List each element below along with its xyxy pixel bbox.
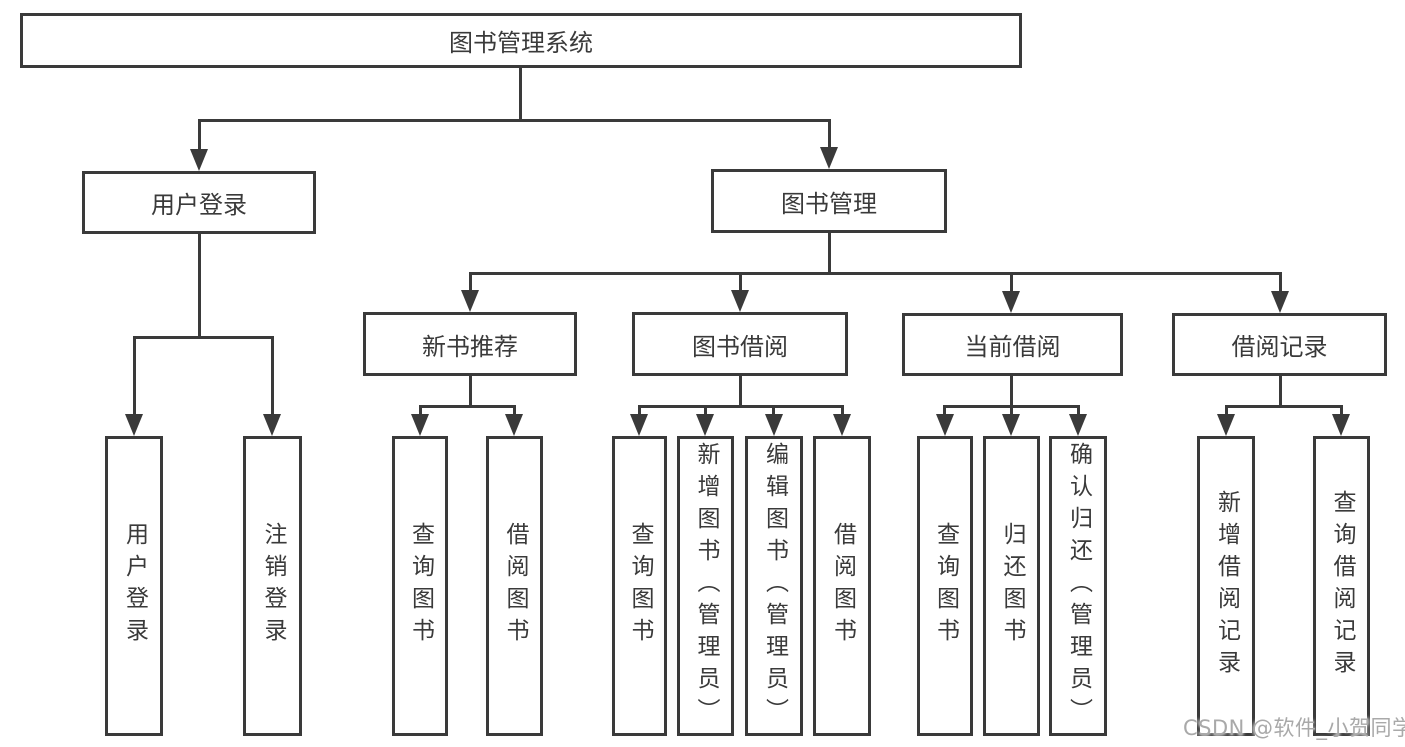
connector-line bbox=[943, 405, 946, 418]
connector-line bbox=[419, 405, 422, 418]
arrowhead-icon bbox=[190, 149, 208, 171]
leaf-return-books-label: 归还图书 bbox=[999, 522, 1025, 650]
connector-line bbox=[1010, 376, 1013, 408]
arrowhead-icon bbox=[936, 414, 954, 436]
leaf-add-books-admin: 新增图书（管理员） bbox=[677, 436, 734, 736]
arrowhead-icon bbox=[1271, 291, 1289, 313]
arrowhead-icon bbox=[696, 414, 714, 436]
node-user-login-label: 用户登录 bbox=[151, 191, 247, 219]
leaf-borrow-books-recommend: 借阅图书 bbox=[486, 436, 543, 736]
leaf-query-books-current: 查询图书 bbox=[917, 436, 973, 736]
leaf-add-borrow-record-label: 新增借阅记录 bbox=[1213, 490, 1240, 682]
connector-line bbox=[469, 272, 1281, 275]
connector-line bbox=[1225, 405, 1342, 408]
leaf-edit-books-admin: 编辑图书（管理员） bbox=[745, 436, 803, 736]
arrowhead-icon bbox=[505, 414, 523, 436]
leaf-borrow-books-label: 借阅图书 bbox=[829, 522, 856, 650]
node-borrowing-records: 借阅记录 bbox=[1172, 313, 1387, 376]
leaf-query-books-recommend: 查询图书 bbox=[392, 436, 448, 736]
connector-line bbox=[1225, 405, 1228, 418]
leaf-user-login: 用户登录 bbox=[105, 436, 163, 736]
connector-line bbox=[638, 405, 641, 418]
leaf-query-books-current-label: 查询图书 bbox=[932, 522, 959, 650]
connector-line bbox=[198, 119, 201, 153]
connector-line bbox=[1010, 272, 1013, 294]
node-book-borrowing-label: 图书借阅 bbox=[692, 332, 788, 361]
connector-line bbox=[772, 405, 775, 418]
leaf-logout: 注销登录 bbox=[243, 436, 302, 736]
arrowhead-icon bbox=[731, 290, 749, 312]
connector-line bbox=[469, 272, 472, 294]
node-current-borrowing: 当前借阅 bbox=[902, 313, 1123, 376]
connector-line bbox=[198, 119, 831, 122]
connector-line bbox=[469, 376, 472, 408]
leaf-confirm-return-admin-label: 确认归还（管理员） bbox=[1065, 442, 1092, 730]
leaf-query-books-recommend-label: 查询图书 bbox=[407, 522, 434, 650]
connector-line bbox=[1279, 376, 1282, 408]
connector-line bbox=[271, 336, 274, 418]
leaf-borrow-books-recommend-label: 借阅图书 bbox=[502, 522, 528, 650]
connector-line bbox=[841, 405, 844, 418]
node-new-book-recommend: 新书推荐 bbox=[363, 312, 577, 376]
node-book-borrowing: 图书借阅 bbox=[632, 312, 848, 376]
connector-line bbox=[133, 336, 136, 418]
leaf-add-borrow-record: 新增借阅记录 bbox=[1197, 436, 1255, 736]
node-current-borrowing-label: 当前借阅 bbox=[964, 333, 1061, 361]
node-root-label: 图书管理系统 bbox=[449, 29, 593, 57]
connector-line bbox=[704, 405, 707, 418]
arrowhead-icon bbox=[630, 414, 648, 436]
connector-line bbox=[133, 336, 274, 339]
connector-line bbox=[1340, 405, 1343, 418]
leaf-add-books-admin-label: 新增图书（管理员） bbox=[693, 442, 719, 730]
leaf-query-books-borrowing: 查询图书 bbox=[612, 436, 667, 736]
arrowhead-icon bbox=[765, 414, 783, 436]
arrowhead-icon bbox=[1002, 414, 1020, 436]
arrowhead-icon bbox=[1069, 414, 1087, 436]
leaf-query-books-borrowing-label: 查询图书 bbox=[627, 522, 653, 650]
connector-line bbox=[638, 405, 843, 408]
arrowhead-icon bbox=[1217, 414, 1235, 436]
connector-line bbox=[828, 233, 831, 275]
arrowhead-icon bbox=[411, 414, 429, 436]
node-user-login: 用户登录 bbox=[82, 171, 316, 234]
arrowhead-icon bbox=[461, 290, 479, 312]
connector-line bbox=[1279, 272, 1282, 294]
leaf-user-login-label: 用户登录 bbox=[121, 522, 148, 650]
connector-line bbox=[419, 405, 515, 408]
leaf-query-borrow-record-label: 查询借阅记录 bbox=[1329, 490, 1355, 682]
leaf-return-books: 归还图书 bbox=[983, 436, 1040, 736]
node-new-book-recommend-label: 新书推荐 bbox=[422, 332, 518, 361]
csdn-watermark: CSDN @软件_小贺同学 bbox=[1183, 716, 1405, 740]
connector-line bbox=[198, 234, 201, 339]
leaf-edit-books-admin-label: 编辑图书（管理员） bbox=[761, 442, 788, 730]
arrowhead-icon bbox=[820, 147, 838, 169]
arrowhead-icon bbox=[1332, 414, 1350, 436]
leaf-query-borrow-record: 查询借阅记录 bbox=[1313, 436, 1370, 736]
node-book-management: 图书管理 bbox=[711, 169, 947, 233]
connector-line bbox=[1010, 405, 1013, 418]
node-borrowing-records-label: 借阅记录 bbox=[1231, 333, 1328, 361]
arrowhead-icon bbox=[1002, 291, 1020, 313]
arrowhead-icon bbox=[833, 414, 851, 436]
leaf-borrow-books: 借阅图书 bbox=[813, 436, 871, 736]
leaf-confirm-return-admin: 确认归还（管理员） bbox=[1049, 436, 1107, 736]
connector-line bbox=[519, 68, 522, 122]
leaf-logout-label: 注销登录 bbox=[260, 522, 286, 650]
node-root: 图书管理系统 bbox=[20, 13, 1022, 68]
connector-line bbox=[1077, 405, 1080, 418]
arrowhead-icon bbox=[125, 414, 143, 436]
connector-line bbox=[513, 405, 516, 418]
node-book-management-label: 图书管理 bbox=[781, 189, 877, 218]
connector-line bbox=[828, 119, 831, 152]
arrowhead-icon bbox=[263, 414, 281, 436]
connector-line bbox=[739, 376, 742, 408]
connector-line bbox=[739, 272, 742, 294]
